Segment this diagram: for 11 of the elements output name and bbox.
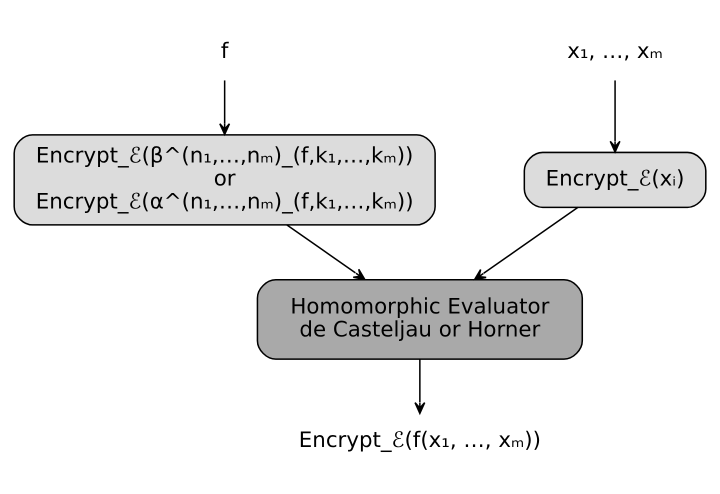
arrow	[219, 80, 230, 136]
arrow	[414, 359, 426, 414]
node-text: f	[220, 39, 228, 64]
arrow	[610, 80, 621, 153]
arrow	[286, 224, 366, 280]
node-text: x₁, …, xₘ	[567, 39, 663, 64]
node-text: Encrypt_ℰ(f(x₁, …, xₘ))	[298, 428, 541, 454]
node-box: Encrypt_ℰ(xᵢ)	[524, 152, 707, 208]
arrow	[474, 206, 578, 280]
node-box: Homomorphic Evaluator de Casteljau or Horner	[256, 279, 584, 360]
node-box: Encrypt_ℰ(β^(n₁,…,nₘ)_(f,k₁,…,kₘ)) or Encrypt_ℰ(α^(n₁,…,nₘ)_(f,k₁,…,kₘ))	[13, 134, 436, 226]
